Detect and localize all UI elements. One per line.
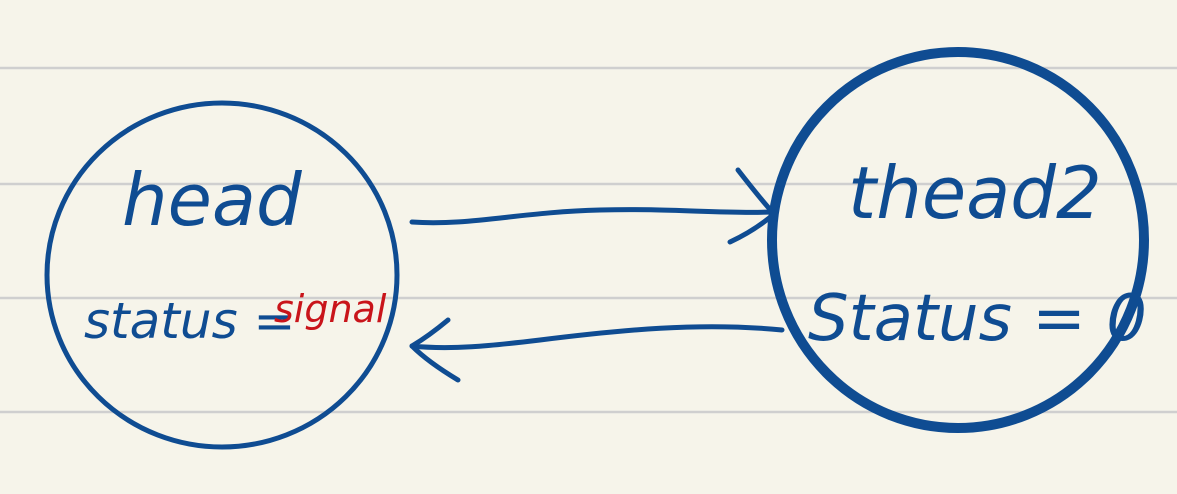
arrowhead-right-icon (727, 167, 777, 245)
node-head-title: head (122, 158, 303, 242)
node-thead2-title: thead2 (848, 151, 1102, 235)
node-head-status-label: status = (84, 292, 295, 350)
arrowhead-left-icon (409, 317, 461, 383)
edge-thead2-to-head (409, 317, 785, 383)
node-thead2: thead2 Status = 0 (767, 47, 1149, 433)
node-head-circle (44, 100, 400, 450)
node-head-status-value: signal (274, 287, 387, 331)
ruled-lines (0, 66, 1177, 414)
node-thead2-status: Status = 0 (808, 282, 1147, 356)
node-thead2-circle (767, 47, 1149, 433)
edge-head-to-thead2 (409, 167, 777, 245)
node-head: head status = signal (44, 100, 400, 450)
edge-line (409, 207, 775, 226)
edge-line (409, 324, 785, 351)
